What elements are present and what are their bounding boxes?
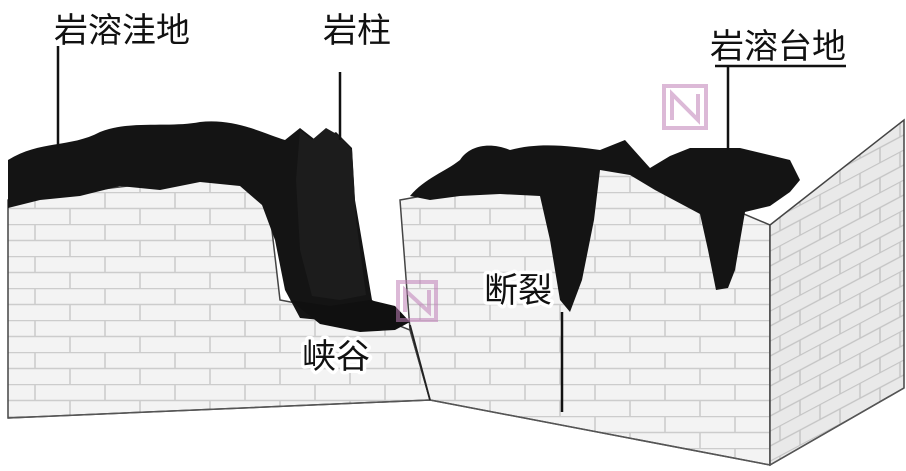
stone-pillar-shape (296, 128, 366, 300)
watermark-logo-top (662, 84, 708, 130)
soil-cover-right (410, 140, 800, 312)
gorge-floor-soil (290, 300, 410, 332)
label-stone-pillar: 岩柱 (323, 11, 391, 51)
label-gorge: 峡谷 (302, 337, 370, 377)
label-karst-platform: 岩溶台地 (710, 27, 846, 67)
label-fault: 断裂 (484, 271, 552, 311)
watermark-logo-mid (396, 280, 438, 322)
leader-karst-platform (715, 64, 846, 150)
label-karst-depression: 岩溶洼地 (54, 11, 190, 51)
base-line (7, 387, 905, 466)
fault-line (409, 324, 431, 401)
